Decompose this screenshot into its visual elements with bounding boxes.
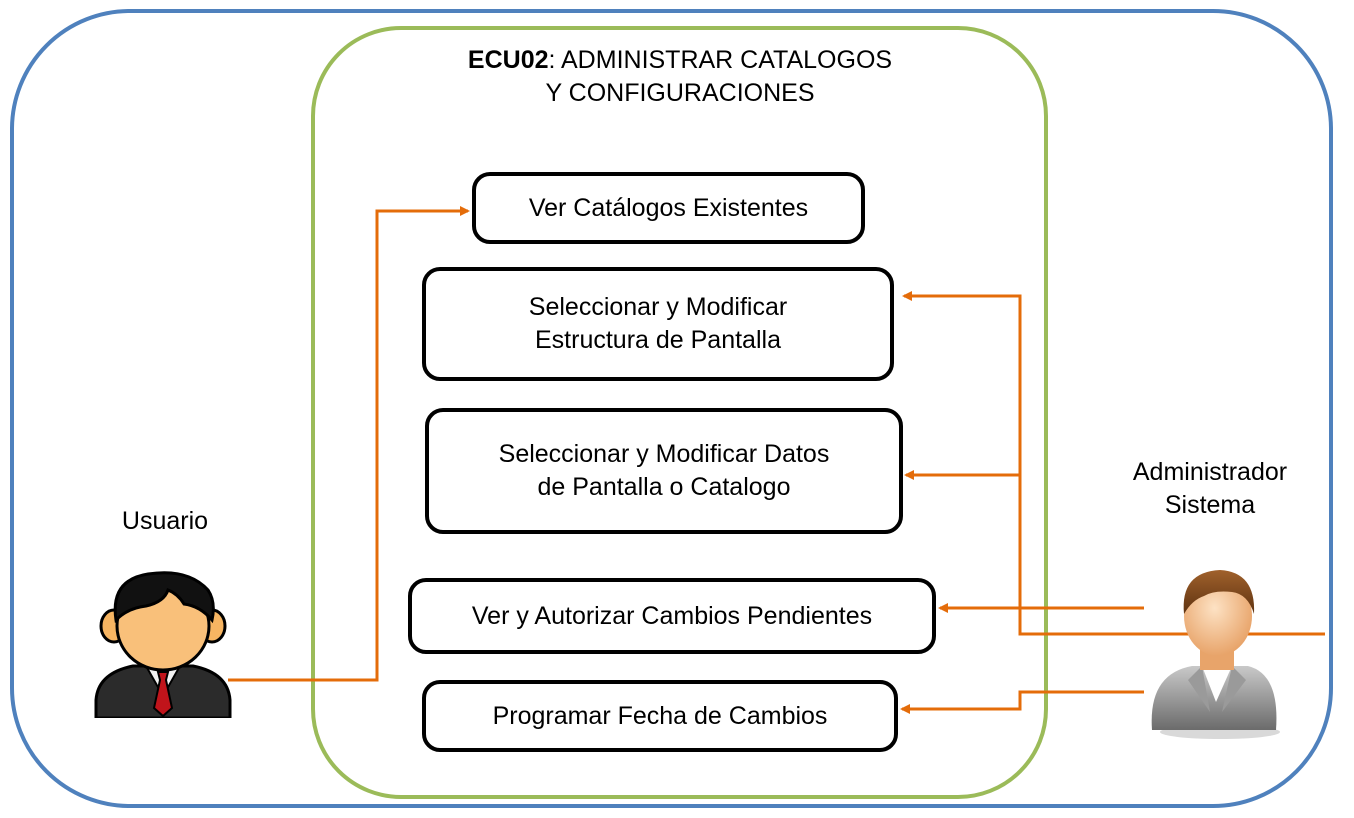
system-title-code: ECU02 [467, 46, 549, 74]
use-case-modificar-estructura[interactable]: Seleccionar y Modificar Estructura de Pa… [422, 267, 894, 381]
administrador-icon [1151, 570, 1280, 739]
connector-usuario-ver-catalogos [228, 206, 470, 682]
connector-admin-modificar-datos [904, 470, 1325, 636]
outer-frame [10, 9, 1333, 808]
actor-label-administrador: Administrador Sistema [1132, 458, 1288, 519]
connector-admin-modificar-estructura [902, 291, 1144, 610]
use-case-autorizar-cambios[interactable]: Ver y Autorizar Cambios Pendientes [408, 578, 936, 654]
system-title: ECU02: ADMINISTRAR CATALOGOS Y CONFIGURA… [380, 44, 980, 110]
use-case-modificar-datos[interactable]: Seleccionar y Modificar Datos de Pantall… [425, 408, 903, 534]
connector-admin-autorizar-cambios [940, 608, 1022, 634]
use-case-programar-fecha[interactable]: Programar Fecha de Cambios [422, 680, 898, 752]
actor-label-usuario: Usuario [121, 507, 209, 535]
use-case-ver-catalogos[interactable]: Ver Catálogos Existentes [472, 172, 865, 244]
system-boundary [311, 26, 1048, 799]
system-title-text: : ADMINISTRAR CATALOGOS Y CONFIGURACIONE… [545, 46, 893, 107]
usuario-icon [94, 571, 232, 718]
connector-admin-programar-fecha [900, 690, 1144, 714]
